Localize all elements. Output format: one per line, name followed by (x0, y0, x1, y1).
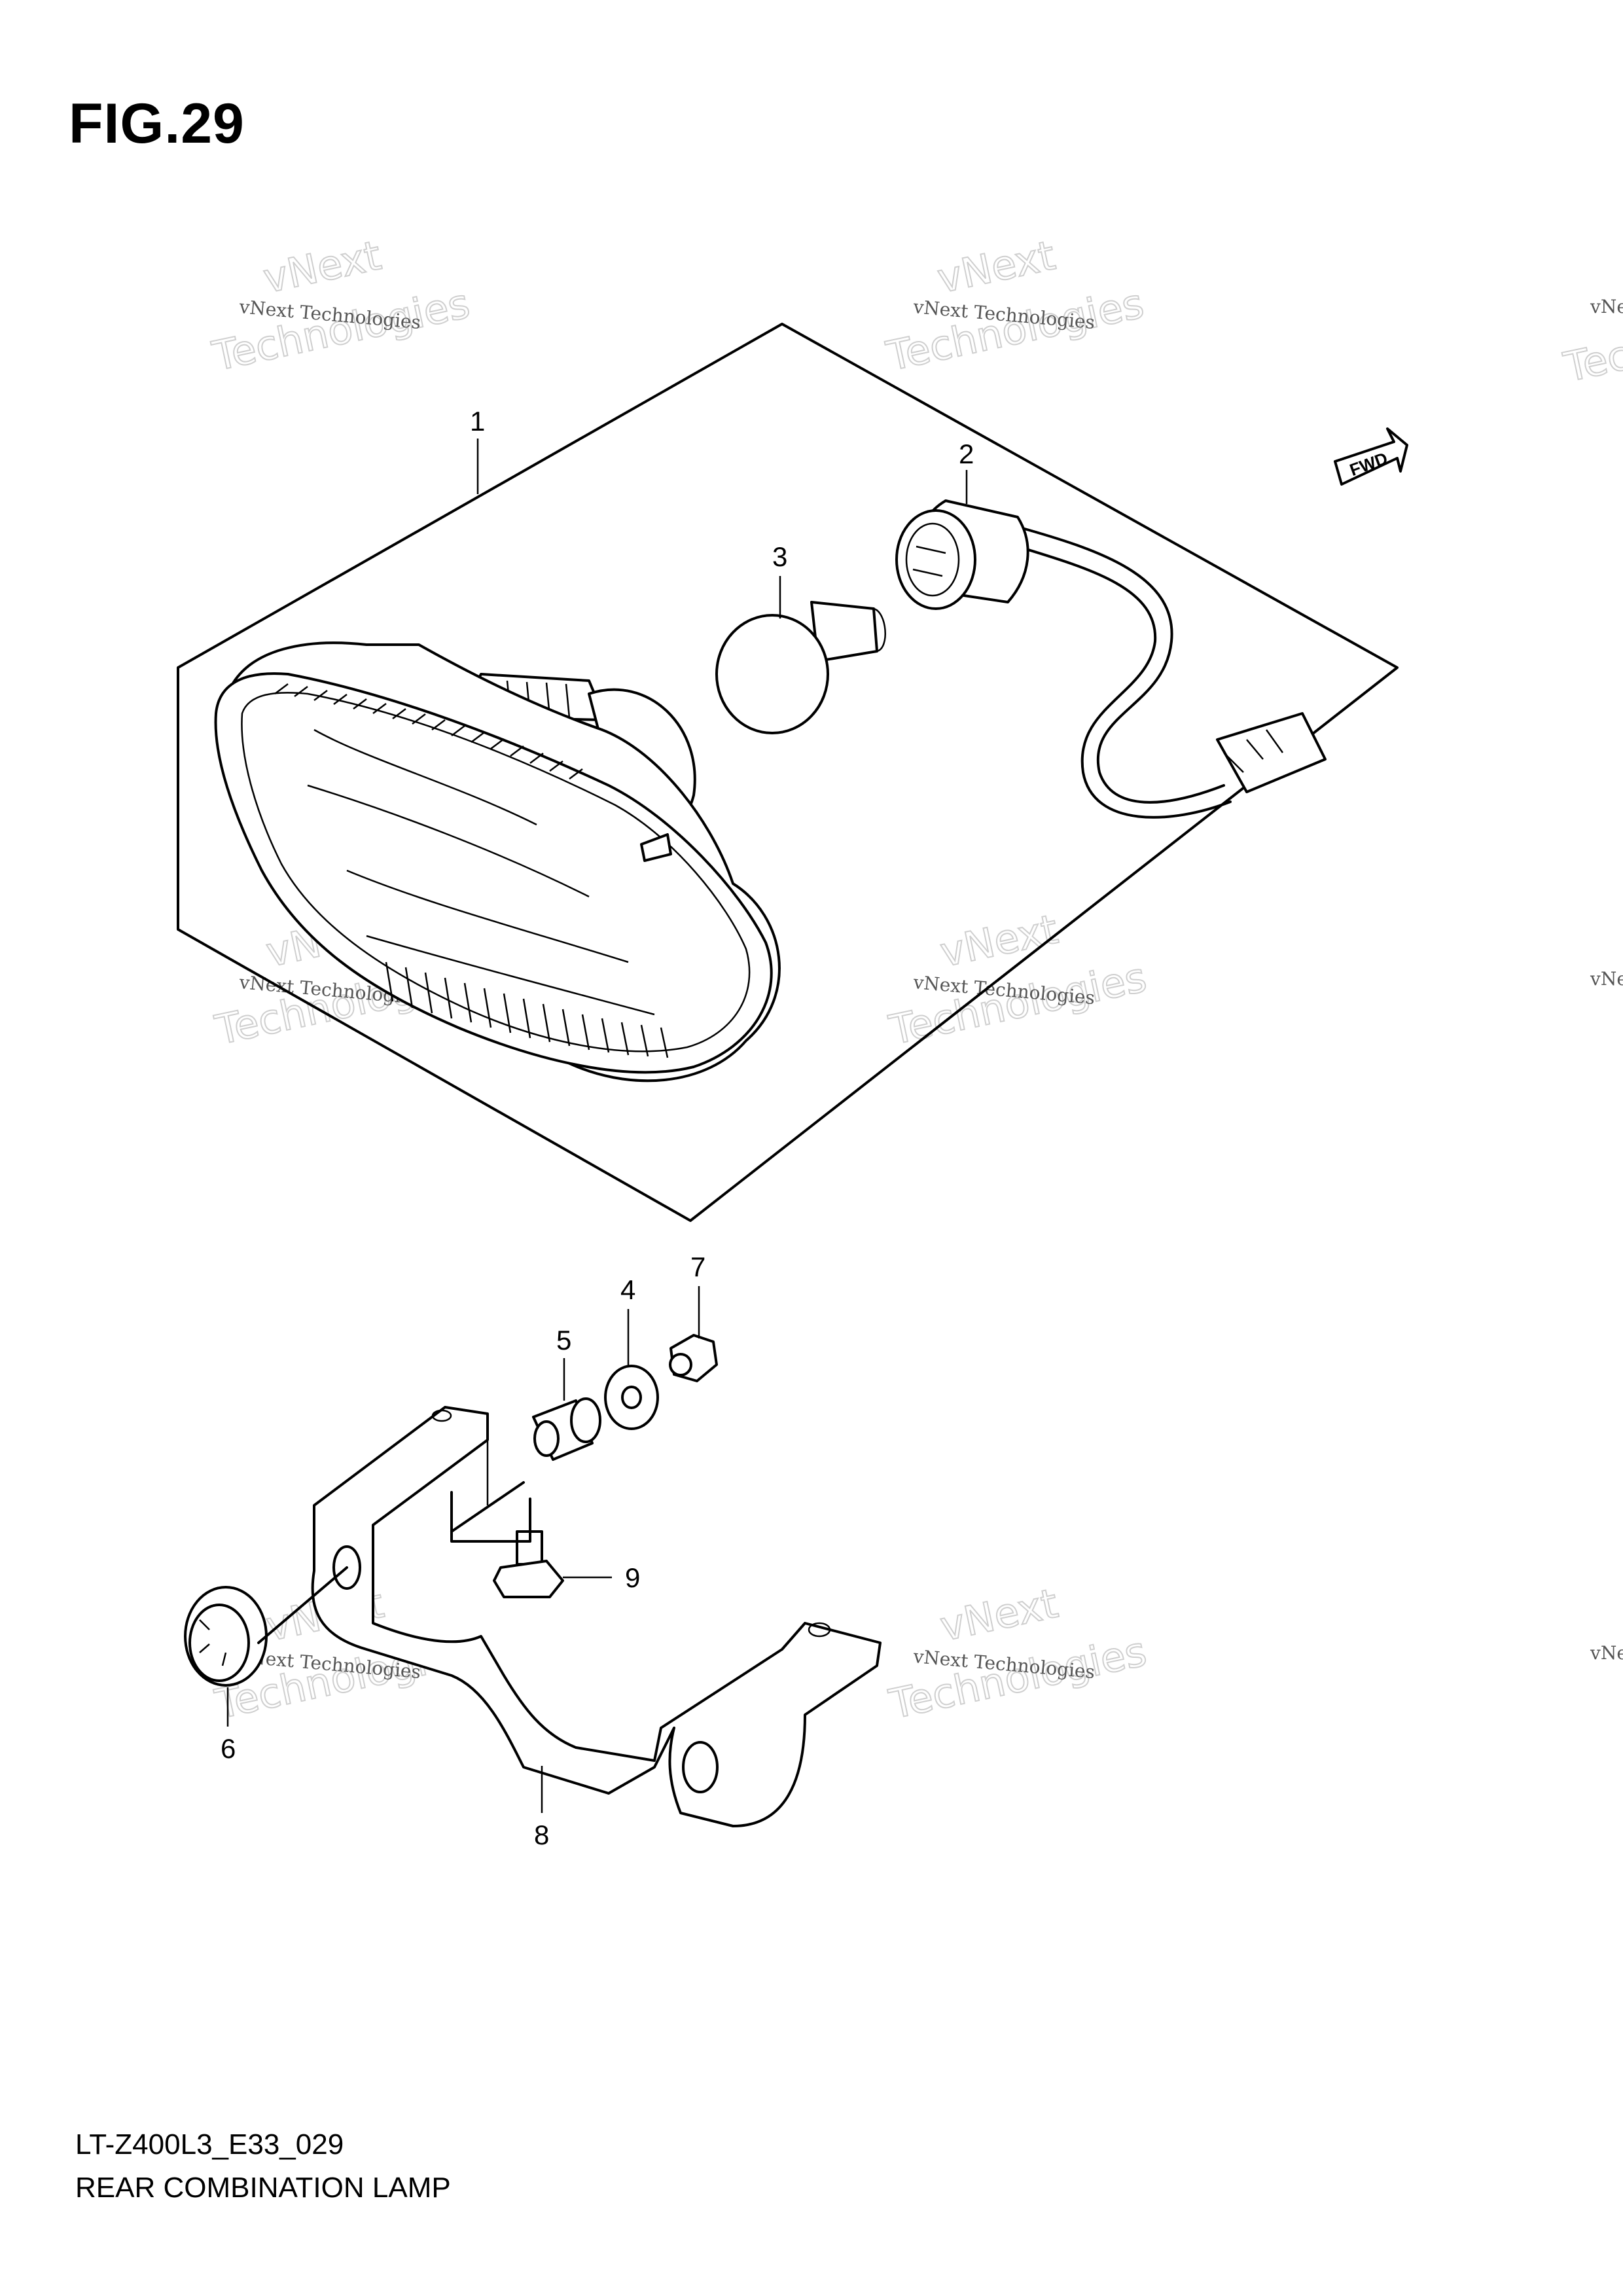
fwd-label: FWD (1347, 448, 1390, 480)
callout-5: 5 (556, 1325, 571, 1355)
watermark-big-vnext: vNext (936, 905, 1061, 977)
callout-3: 3 (772, 541, 787, 572)
watermark-top-left: vNext Technologies (207, 230, 474, 381)
watermark-big-technologies: Technologies (885, 1627, 1150, 1728)
watermark-text: vNext Technologies (1590, 1642, 1623, 1664)
callout-8: 8 (534, 1820, 549, 1850)
watermark-low-middle: vNext Technologies (884, 1579, 1151, 1729)
part-3-bulb (715, 601, 886, 734)
callout-2: 2 (959, 439, 974, 469)
part-6-grommet (184, 1586, 268, 1687)
part-9-bolt (493, 1530, 564, 1598)
callout-leaders (226, 439, 968, 1813)
watermark-text: vNext Technologies (1590, 968, 1623, 990)
watermark-mid-middle: vNext Technologies (884, 905, 1151, 1055)
figure-title: FIG.29 (69, 92, 245, 155)
assembly-outline (177, 323, 1399, 1222)
watermark-big-vnext: vNext (933, 231, 1059, 302)
watermark-top-middle: vNext Technologies (882, 230, 1149, 381)
watermark-big-vnext: vNext (259, 231, 385, 302)
callout-4: 4 (620, 1274, 635, 1305)
part-2-socket-harness (895, 499, 1327, 819)
part-1-lamp-housing (214, 641, 781, 1083)
watermark-big-technologies: Technologies (885, 953, 1150, 1054)
callout-7: 7 (690, 1251, 705, 1282)
callout-6: 6 (221, 1733, 236, 1764)
part-5-spacer (532, 1397, 601, 1461)
callout-1: 1 (470, 406, 485, 437)
watermark-text: vNext Technologies (1590, 296, 1623, 317)
fwd-arrow-icon: FWD (1334, 427, 1408, 486)
callout-9: 9 (625, 1562, 640, 1593)
watermark-big-technologies: Technologies (882, 279, 1148, 380)
watermark-big-vnext: vNext (936, 1579, 1061, 1651)
watermark-big-technologies: Technologies (208, 279, 474, 380)
diagram-name: REAR COMBINATION LAMP (75, 2172, 451, 2204)
assembly-guide-lines (257, 1481, 531, 1644)
part-4-washer (604, 1365, 659, 1430)
part-7-nut (669, 1334, 718, 1382)
diagram-code: LT-Z400L3_E33_029 (75, 2128, 344, 2161)
part-8-bracket (311, 1406, 882, 1827)
